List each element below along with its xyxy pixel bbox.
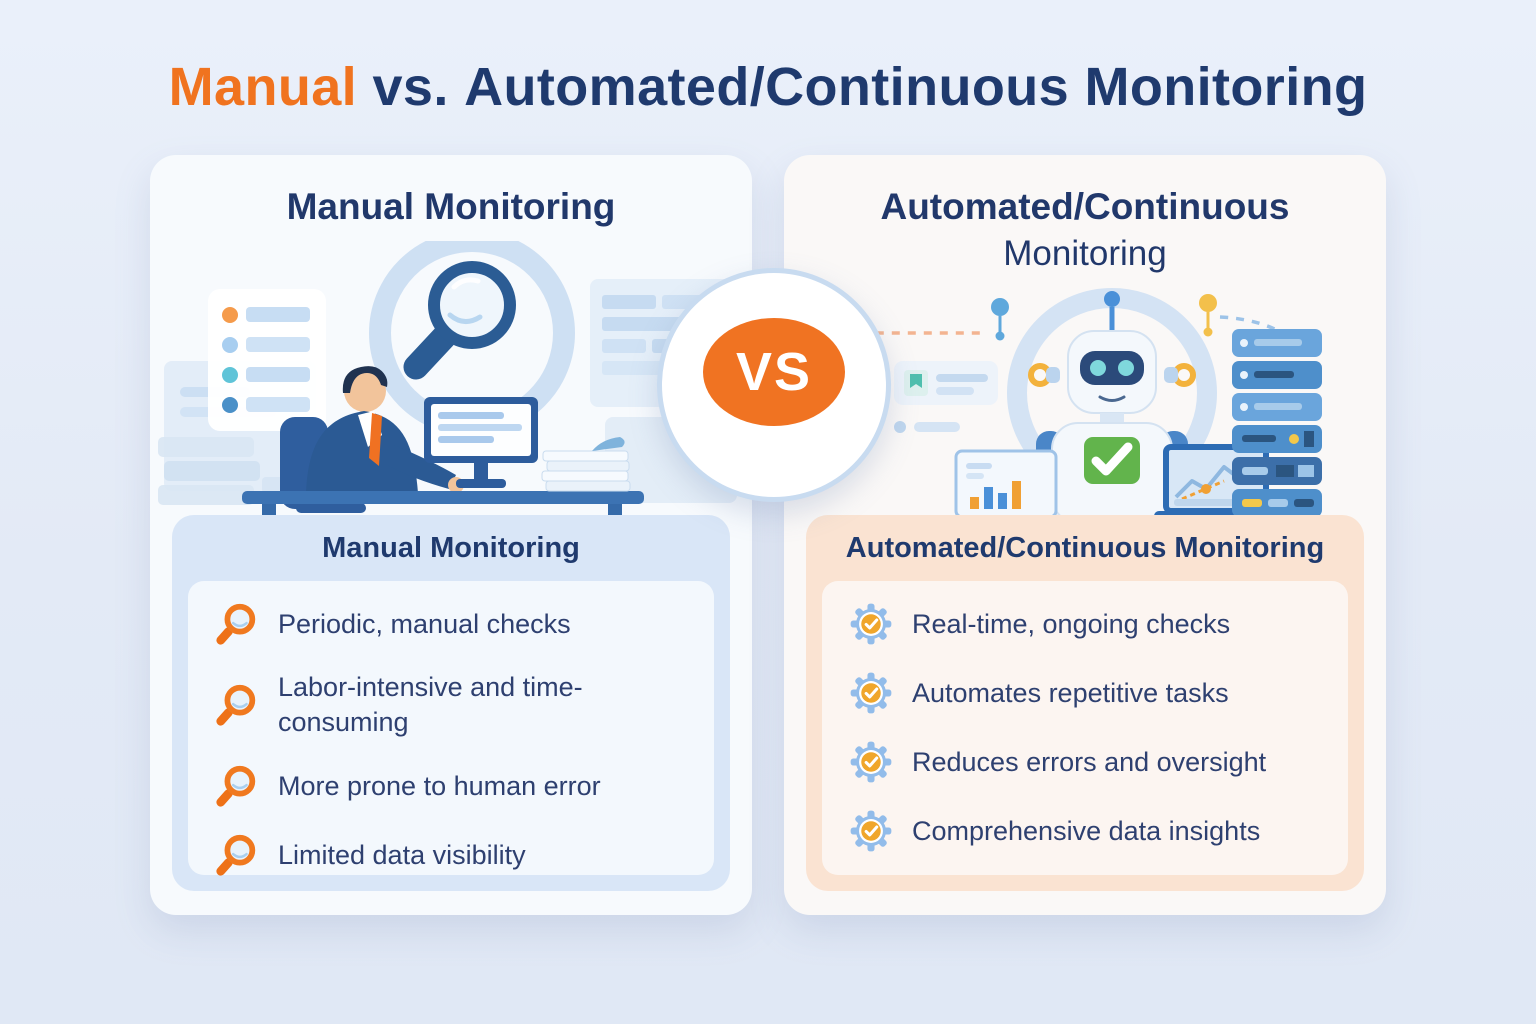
item-text: Reduces errors and oversight <box>912 746 1267 777</box>
vs-badge: VS <box>657 268 891 502</box>
vs-label: VS <box>735 341 813 402</box>
heading-line1: Automated/Continuous <box>880 186 1290 227</box>
quill-icon <box>592 437 625 451</box>
paper-stack <box>541 437 631 492</box>
item-text: Comprehensive data insights <box>912 815 1261 846</box>
magnifier-icon <box>214 601 260 647</box>
robot-monitoring-scene <box>800 288 1322 523</box>
bar-chart-monitor <box>954 449 1058 523</box>
title-rest: Automated/Continuous Monitoring <box>464 57 1368 117</box>
automated-benefit-list: Real-time, ongoing checks Automates repe… <box>822 581 1348 875</box>
check-badge-card <box>894 361 998 433</box>
checklist-card <box>208 289 326 431</box>
drawback-item: Limited data visibility <box>214 832 688 878</box>
magnifier-icon <box>403 261 516 380</box>
gear-check-icon <box>848 670 894 716</box>
automated-panel-title: Automated/Continuous Monitoring <box>845 531 1325 564</box>
gear-check-icon <box>848 808 894 854</box>
gear-check-icon <box>848 601 894 647</box>
drawback-item: Labor-intensive and time-consuming <box>214 670 688 740</box>
item-text: Automates repetitive tasks <box>912 677 1229 708</box>
page-title: Manual vs. Automated/Continuous Monitori… <box>0 56 1536 118</box>
item-text: Limited data visibility <box>278 839 526 870</box>
manual-summary-panel: Manual Monitoring Periodic, manual check… <box>172 515 730 891</box>
magnifier-icon <box>214 682 260 728</box>
title-vs-word: vs. <box>357 57 465 117</box>
desktop-monitor <box>424 397 538 488</box>
drawback-item: Periodic, manual checks <box>214 601 688 647</box>
item-text: Labor-intensive and time-consuming <box>278 672 583 737</box>
vs-ellipse: VS <box>703 317 845 426</box>
benefit-item: Reduces errors and oversight <box>848 739 1322 785</box>
analyst-person <box>306 366 464 493</box>
automated-illustration <box>784 275 1386 523</box>
item-text: Periodic, manual checks <box>278 608 571 639</box>
manual-monitoring-card: Manual Monitoring <box>150 155 752 915</box>
gear-check-icon <box>848 739 894 785</box>
manual-drawback-list: Periodic, manual checks Labor-intensive … <box>188 581 714 878</box>
robot <box>1028 291 1196 523</box>
magnifier-icon <box>214 763 260 809</box>
magnifier-icon <box>214 832 260 878</box>
item-text: Real-time, ongoing checks <box>912 608 1231 639</box>
drawback-item: More prone to human error <box>214 763 688 809</box>
automated-summary-panel: Automated/Continuous Monitoring Real-tim… <box>806 515 1364 891</box>
benefit-item: Comprehensive data insights <box>848 808 1322 854</box>
heading-line2: Monitoring <box>1003 234 1167 273</box>
title-highlight: Manual <box>168 57 358 117</box>
manual-card-heading: Manual Monitoring <box>286 186 616 227</box>
benefit-item: Automates repetitive tasks <box>848 670 1322 716</box>
item-text: More prone to human error <box>278 770 601 801</box>
manual-panel-title: Manual Monitoring <box>322 531 580 564</box>
server-rack <box>1232 329 1322 517</box>
benefit-item: Real-time, ongoing checks <box>848 601 1322 647</box>
